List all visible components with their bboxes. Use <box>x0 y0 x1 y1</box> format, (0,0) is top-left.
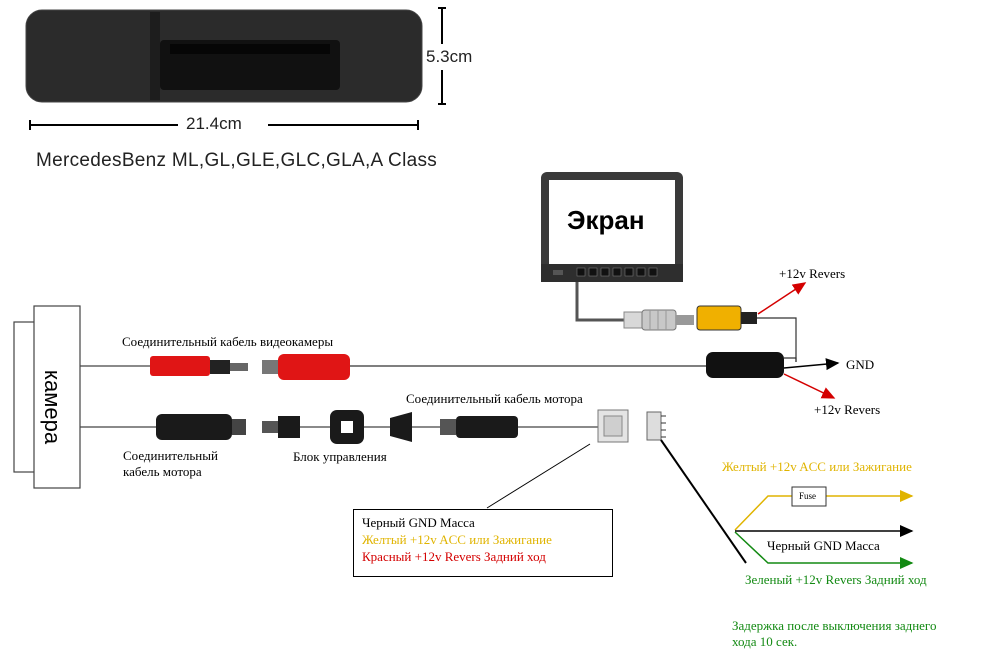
reverse-arrow-bottom <box>783 373 836 399</box>
motor-cable <box>80 409 666 444</box>
gnd-arrow <box>783 358 840 371</box>
delay-note-line1: Задержка после выключения заднего <box>732 618 937 633</box>
reverse-arrow-top <box>757 282 807 315</box>
motor-cable-left-label-1: Соединительный <box>123 448 218 463</box>
motor-cable-left-label-2: кабель мотора <box>123 464 202 479</box>
reverse-label-bottom: +12v Revers <box>814 402 881 417</box>
fuse-label: Fuse <box>799 491 817 501</box>
yellow-wire-label: Желтый +12v ACC или Зажигание <box>722 459 912 474</box>
black-wire-label: Черный GND Масса <box>767 538 880 553</box>
legend-red: Красный +12v Revers Задний ход <box>362 549 546 564</box>
monitor <box>541 172 683 282</box>
supported-models: MercedesBenz ML,GL,GLE,GLC,GLA,A Class <box>36 150 438 171</box>
monitor-video-cable <box>575 282 797 362</box>
connector-wiring <box>660 439 914 569</box>
legend-black: Черный GND Масса <box>362 515 475 530</box>
camera-video-cable-label: Соединительный кабель видеокамеры <box>122 334 334 349</box>
height-dimension-label: 5.3cm <box>426 47 473 66</box>
height-dimension <box>438 7 446 105</box>
monitor-label: Экран <box>567 205 645 235</box>
delay-note-line2: хода 10 сек. <box>732 634 798 649</box>
width-dimension <box>29 120 419 130</box>
camera-video-cable <box>80 352 797 380</box>
control-unit-label: Блок управления <box>293 449 387 464</box>
motor-cable-right-label: Соединительный кабель мотора <box>406 391 583 406</box>
camera-label: камера <box>40 369 65 445</box>
camera-housing-photo <box>25 9 423 103</box>
wire-color-legend: Черный GND Масса Желтый +12v ACC или Заж… <box>353 509 613 577</box>
legend-yellow: Желтый +12v ACC или Зажигание <box>362 532 552 547</box>
camera-box <box>13 305 81 489</box>
camera-label-box: камера <box>22 352 82 472</box>
width-dimension-label: 21.4cm <box>186 114 242 133</box>
reverse-label-top: +12v Revers <box>779 266 846 281</box>
legend-pointer <box>486 443 591 509</box>
green-wire-label: Зеленый +12v Revers Задний ход <box>745 572 927 587</box>
gnd-label: GND <box>846 357 875 372</box>
